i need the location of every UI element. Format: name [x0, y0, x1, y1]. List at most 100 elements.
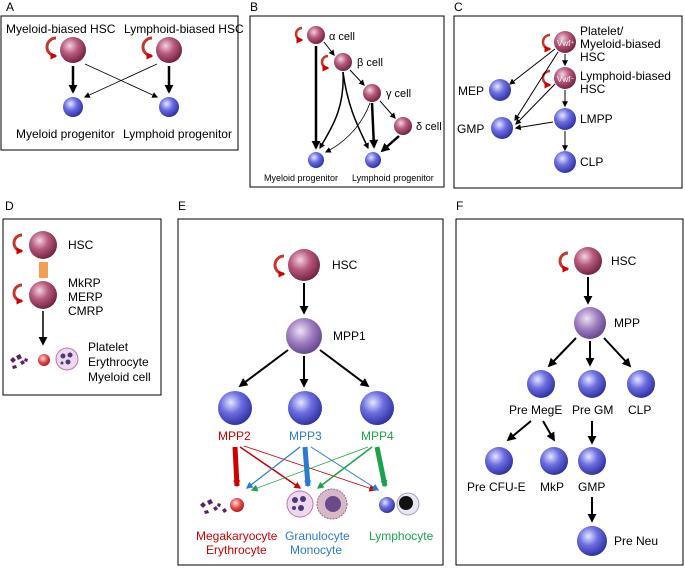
alpha-cell-label: α cell: [329, 31, 355, 43]
vwf-positive-label: Vwf⁺: [557, 39, 575, 48]
panel-frame: [249, 15, 445, 188]
pre-mege-cell: [527, 370, 555, 398]
erythrocyte-icon: [38, 354, 50, 366]
gmp-cell: [578, 447, 606, 475]
hsc-cell: [574, 247, 602, 275]
panel-frame: [177, 218, 444, 566]
mkrp-label: MkRP: [68, 276, 101, 290]
mpp3-label: MPP3: [289, 429, 322, 443]
mpp4-label: MPP4: [361, 429, 394, 443]
lymphocyte-icon: [379, 492, 420, 516]
mpp2-arrow: [243, 445, 377, 492]
gmp-label: GMP: [578, 480, 605, 494]
panel-letter: A: [6, 0, 14, 14]
mpp2-cell: [218, 391, 252, 425]
granulocyte-label: Granulocyte: [285, 529, 350, 543]
panel-letter: B: [250, 0, 258, 14]
mpp4-arrow: [250, 446, 369, 492]
arrow: [319, 349, 370, 388]
arrow: [238, 349, 289, 388]
arrow: [319, 71, 344, 150]
alpha-cell: [307, 26, 325, 44]
lymphoid-hsc-label-line2: HSC: [580, 82, 606, 96]
megakaryocyte-label: Megakaryocyte: [196, 529, 278, 543]
monocyte-label: Monocyte: [290, 543, 342, 557]
mpp-cell: [574, 307, 606, 339]
self-renew-arrow-icon: [294, 26, 304, 44]
lymphoid-progenitor-cell: [365, 152, 381, 168]
arrow: [514, 51, 559, 122]
mpp4-cell: [360, 391, 394, 425]
panel-frame: [455, 218, 684, 566]
erythrocyte-label: Erythrocyte: [206, 543, 267, 557]
self-renew-arrow-icon: [320, 54, 330, 72]
self-renew-arrow-icon: [12, 283, 24, 305]
arrow: [603, 337, 632, 368]
mpp2-label: MPP2: [218, 429, 251, 443]
panel-frame: [2, 218, 162, 396]
gamma-cell-label: γ cell: [386, 88, 411, 100]
arrow: [506, 420, 532, 442]
pre-gm-label: Pre GM: [572, 403, 613, 417]
lymphoid-progenitor-label: Lymphoid progenitor: [352, 173, 434, 183]
self-renew-arrow-icon: [273, 254, 286, 278]
mpp2-arrow: [239, 446, 302, 489]
vwf-positive-hsc-cell: [554, 31, 576, 53]
pre-mege-label: Pre MegE: [509, 403, 562, 417]
panel-letter: E: [178, 199, 186, 213]
lymphoid-progenitor-label: Lymphoid progenitor: [123, 127, 232, 141]
cmrp-label: CMRP: [68, 304, 103, 318]
self-renew-arrow-icon: [45, 36, 58, 60]
hsc-label: HSC: [611, 254, 637, 268]
myeloid-cell-icon: [55, 347, 79, 371]
panel-e: E HSC MPP1 MPP2 MPP3 MPP4: [177, 199, 444, 566]
mkp-label: MkP: [540, 480, 564, 494]
pre-neu-cell: [577, 526, 607, 556]
arrow: [323, 41, 335, 56]
panel-letter: F: [456, 199, 463, 213]
delta-cell: [394, 117, 412, 135]
platelet-hsc-label-line1: Platelet/: [580, 24, 624, 38]
gamma-cell: [363, 84, 381, 102]
vwf-negative-label: Vwf⁻: [557, 75, 575, 84]
merp-label: MERP: [68, 290, 103, 304]
myeloid-progenitor-label: Myeloid progenitor: [16, 127, 115, 141]
panel-letter: C: [454, 0, 463, 14]
lmpp-cell: [554, 108, 576, 130]
self-renew-arrow-icon: [558, 251, 570, 273]
pre-cfue-cell: [485, 447, 513, 475]
arrow: [514, 121, 554, 131]
pre-cfue-label: Pre CFU-E: [467, 480, 526, 494]
panel-frame: [453, 15, 683, 189]
lmpp-label: LMPP: [580, 112, 613, 126]
hsc-cell: [29, 231, 57, 259]
myeloid-progenitor-cell: [308, 152, 324, 168]
gmp-cell: [491, 117, 513, 139]
arrow: [83, 63, 158, 98]
myeloid-hsc-cell: [60, 37, 86, 63]
platelet-icon: [200, 499, 227, 514]
mkp-cell: [540, 447, 568, 475]
granulocyte-icon: [286, 490, 314, 518]
clp-label: CLP: [580, 155, 603, 169]
mpp1-cell: [286, 318, 322, 354]
self-renew-arrow-icon: [12, 233, 24, 255]
hsc-cell: [288, 249, 320, 281]
panel-b: B α cell β cell γ cell δ cell Myeloid pr…: [249, 0, 445, 188]
arrow: [324, 102, 371, 153]
platelet-label: Platelet: [88, 340, 129, 354]
myeloid-cell-label: Myeloid cell: [88, 370, 151, 384]
clp-cell: [554, 151, 576, 173]
panel-frame: [0, 15, 239, 151]
arrow: [349, 69, 365, 86]
panel-c: C Vwf⁺ Platelet/ Myeloid-biased HSC Vwf⁻…: [453, 0, 683, 189]
mpp4-arrow: [316, 446, 373, 489]
myeloid-hsc-label: Myeloid-biased HSC: [6, 22, 116, 36]
clp-cell: [627, 370, 655, 398]
arrow: [379, 100, 396, 119]
lymphoid-hsc-label: Lymphoid-biased HSC: [124, 22, 244, 36]
arrow: [369, 102, 379, 149]
erythrocyte-label: Erythrocyte: [88, 355, 149, 369]
hsc-label: HSC: [68, 238, 94, 252]
